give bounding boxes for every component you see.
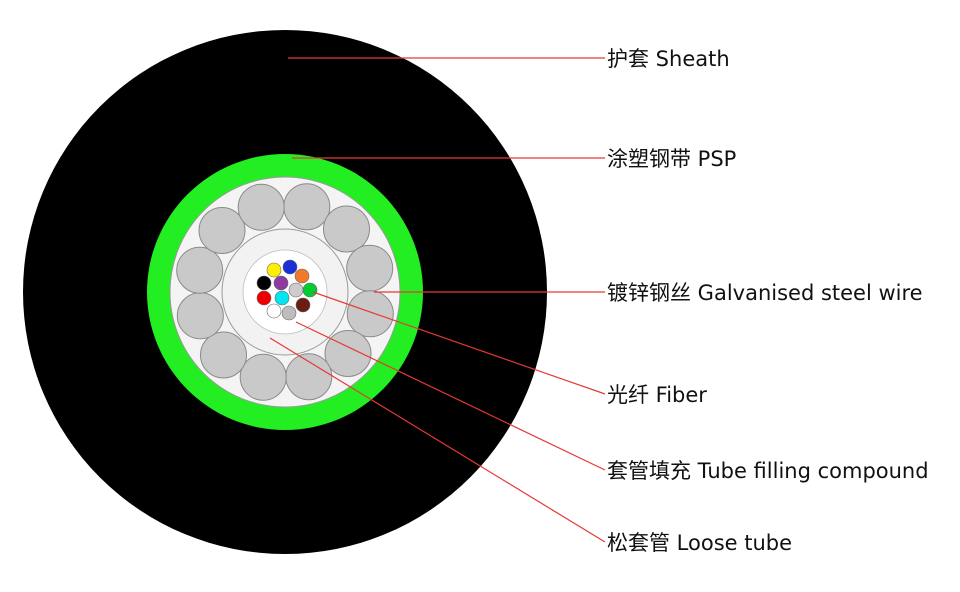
fiber-silver — [281, 305, 297, 321]
fiber-bundle — [256, 259, 318, 321]
steel-wire — [324, 330, 372, 377]
label-filling: 套管填充 Tube filling compound — [607, 459, 929, 483]
steel-wire — [285, 353, 333, 401]
fiber-gray — [288, 282, 304, 298]
fiber-yellow — [266, 262, 282, 278]
steel-wire — [346, 290, 394, 338]
label-steel-wire: 镀锌钢丝 Galvanised steel wire — [607, 281, 923, 305]
fiber-black — [256, 275, 272, 291]
steel-wire — [237, 183, 285, 231]
fiber-blue — [282, 259, 298, 275]
steel-wire — [200, 331, 247, 379]
steel-wire — [323, 205, 370, 253]
fiber-orange — [294, 268, 310, 284]
galvanised-steel-wires — [176, 183, 394, 401]
steel-wire — [176, 292, 224, 340]
label-loose-tube: 松套管 Loose tube — [607, 531, 792, 555]
leader-fiber — [312, 291, 606, 395]
label-sheath: 护套 Sheath — [607, 47, 730, 71]
leader-filling — [295, 321, 606, 471]
steel-wire — [198, 207, 246, 254]
steel-wire — [239, 353, 287, 401]
fiber-white — [266, 303, 282, 319]
fiber-cyan — [274, 290, 290, 306]
label-fiber: 光纤 Fiber — [607, 383, 707, 407]
fiber-purple — [273, 275, 289, 291]
steel-wire — [346, 244, 394, 292]
fiber-red — [256, 290, 272, 306]
leader-lines — [269, 57, 606, 543]
fiber-green — [302, 282, 318, 298]
leader-loose-tube — [269, 337, 606, 543]
steel-wire — [283, 183, 331, 231]
fiber-brown — [295, 297, 311, 313]
label-psp: 涂塑钢带 PSP — [607, 147, 736, 171]
steel-wire — [176, 246, 224, 294]
